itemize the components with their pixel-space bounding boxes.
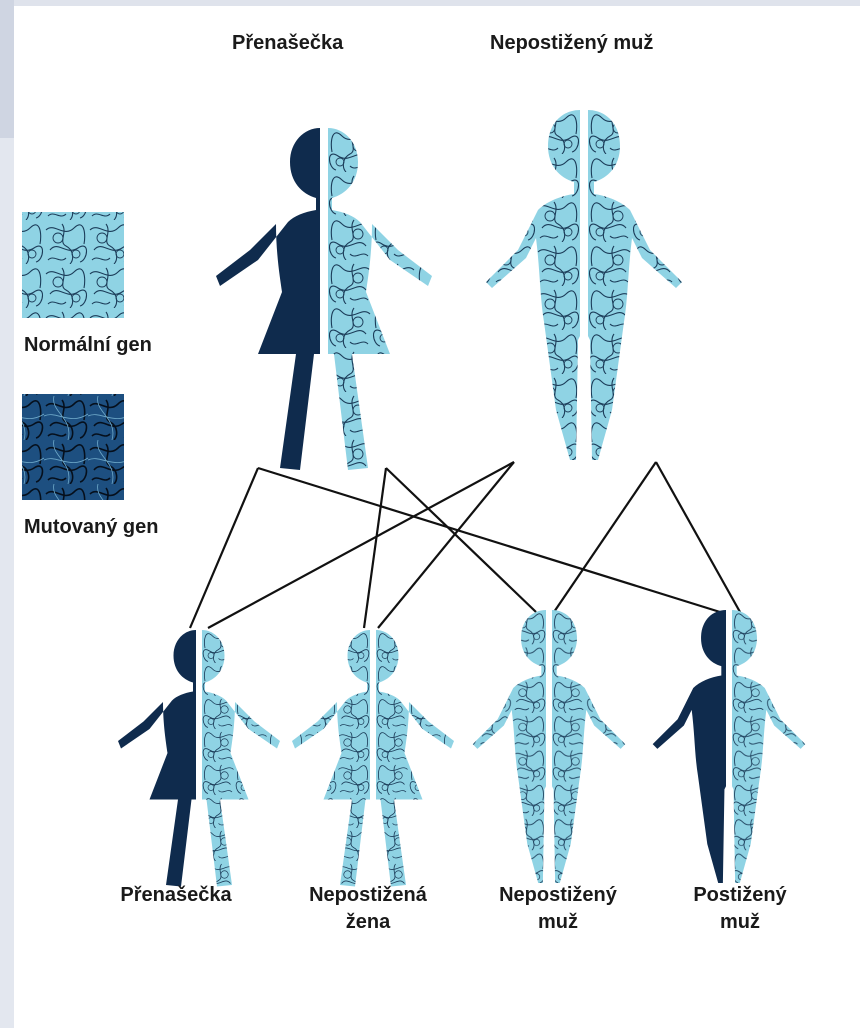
line-father-child4 xyxy=(656,462,740,612)
line-mother-child4 xyxy=(258,468,720,612)
child-label-unaffected-son: Nepostižený muž xyxy=(470,882,646,936)
line-father-child2 xyxy=(378,462,514,628)
child-carrier-daughter-figure xyxy=(118,630,280,887)
child-label-line1: Nepostižená xyxy=(280,882,456,909)
child-label-line2: muž xyxy=(470,909,646,936)
father-unaffected-figure xyxy=(486,110,682,460)
child-label-line2: muž xyxy=(660,909,820,936)
mother-carrier-figure xyxy=(216,128,432,470)
child-label-unaffected-daughter: Nepostižená žena xyxy=(280,882,456,936)
child-label-line1: Přenašečka xyxy=(96,882,256,909)
normal-gene-swatch xyxy=(22,212,124,318)
line-mother-child2 xyxy=(364,468,386,628)
mother-label: Přenašečka xyxy=(232,30,343,57)
child-affected-son-figure xyxy=(653,610,806,883)
child-label-line2: žena xyxy=(280,909,456,936)
inheritance-lines xyxy=(190,462,740,628)
child-label-affected-son: Postižený muž xyxy=(660,882,820,936)
child-label-line1: Nepostižený xyxy=(470,882,646,909)
normal-gene-label: Normální gen xyxy=(24,334,152,357)
line-mother-child1 xyxy=(190,468,258,628)
father-label: Nepostižený muž xyxy=(490,30,653,57)
child-unaffected-son-figure xyxy=(473,610,626,883)
line-father-child1 xyxy=(208,462,514,628)
mutated-gene-swatch xyxy=(22,394,124,500)
child-label-line1: Postižený xyxy=(660,882,820,909)
child-label-carrier: Přenašečka xyxy=(96,882,256,909)
mutated-gene-label: Mutovaný gen xyxy=(24,516,158,539)
line-father-child3 xyxy=(554,462,656,612)
child-unaffected-daughter-figure xyxy=(292,630,454,887)
